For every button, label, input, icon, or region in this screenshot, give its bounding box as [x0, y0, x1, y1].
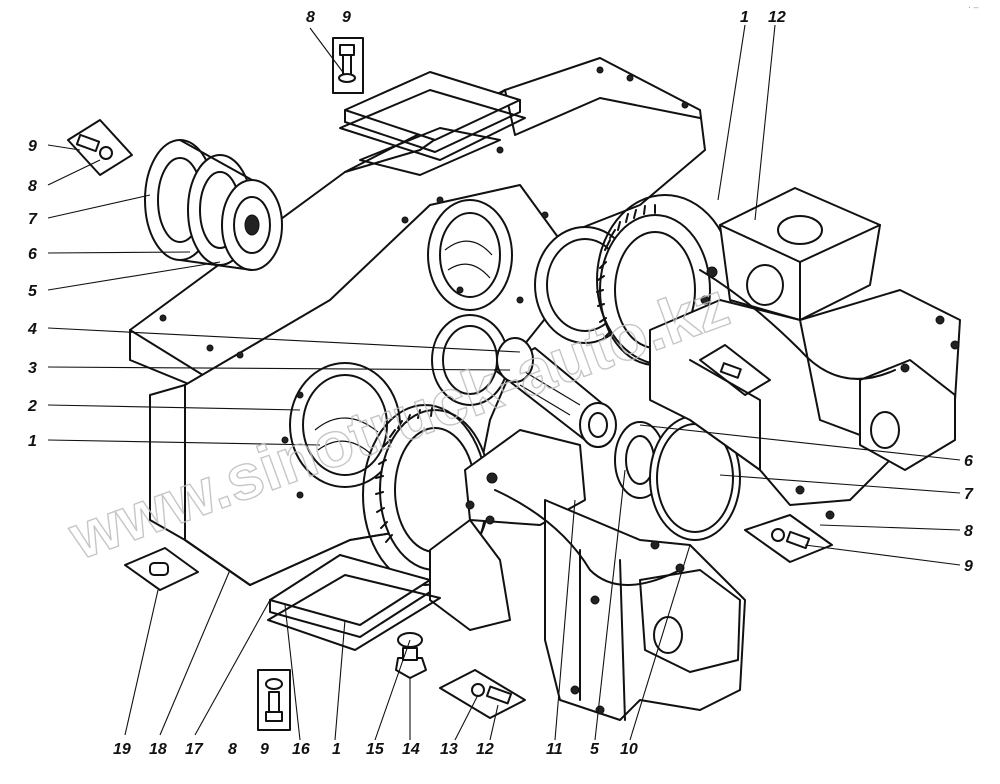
- callout-right-8: 8: [964, 523, 973, 540]
- callout-bottom-17: 17: [185, 741, 204, 758]
- left-bearing-assembly: [144, 139, 283, 271]
- callout-left-8: 8: [28, 178, 37, 195]
- callout-bottom-12: 12: [476, 741, 494, 758]
- callout-top-12: 12: [768, 9, 786, 26]
- callout-bottom-15: 15: [366, 741, 385, 758]
- callout-left-5: 5: [28, 283, 38, 300]
- bottom-cover-plate: [267, 554, 441, 651]
- corner-mark: · –: [968, 2, 979, 12]
- bolt-kit-bottom: [257, 669, 291, 731]
- leader-lines: [47, 24, 961, 741]
- drain-plug: [395, 632, 427, 679]
- callout-bottom-10: 10: [620, 741, 638, 758]
- bolt-kit-13-12: [439, 669, 526, 719]
- bolt-kit-19: [124, 547, 199, 591]
- callout-bottom-16: 16: [292, 741, 310, 758]
- callout-left-9: 9: [28, 138, 37, 155]
- callout-left-6: 6: [28, 246, 37, 263]
- callout-bottom-8: 8: [228, 741, 237, 758]
- top-cover-plate: [339, 71, 526, 176]
- callout-bottom-14: 14: [402, 741, 420, 758]
- callout-labels: 8 9 1 12 9 8 7 6 5 4 3 2 1 6 7 8 9 19 18…: [27, 9, 974, 758]
- callout-bottom-18: 18: [149, 741, 167, 758]
- callout-left-4: 4: [27, 321, 37, 338]
- callout-top-1: 1: [740, 9, 749, 26]
- callout-left-7: 7: [28, 211, 38, 228]
- callout-bottom-13: 13: [440, 741, 458, 758]
- callout-bottom-19: 19: [113, 741, 131, 758]
- callout-right-9: 9: [964, 558, 973, 575]
- callout-bottom-5: 5: [590, 741, 600, 758]
- callout-bottom-1: 1: [332, 741, 341, 758]
- callout-left-1: 1: [28, 433, 37, 450]
- callout-right-6: 6: [964, 453, 973, 470]
- callout-top-8: 8: [306, 9, 315, 26]
- callout-top-9: 9: [342, 9, 351, 26]
- callout-bottom-11: 11: [546, 741, 563, 758]
- bolt-kit-top-left: [67, 119, 133, 176]
- callout-left-3: 3: [28, 360, 37, 377]
- bolt-kit-top: [332, 37, 364, 94]
- lower-right-drive-unit: [429, 429, 746, 721]
- callout-right-7: 7: [964, 486, 974, 503]
- callout-left-2: 2: [27, 398, 37, 415]
- bolt-kit-right: [744, 514, 833, 563]
- callout-bottom-9: 9: [260, 741, 269, 758]
